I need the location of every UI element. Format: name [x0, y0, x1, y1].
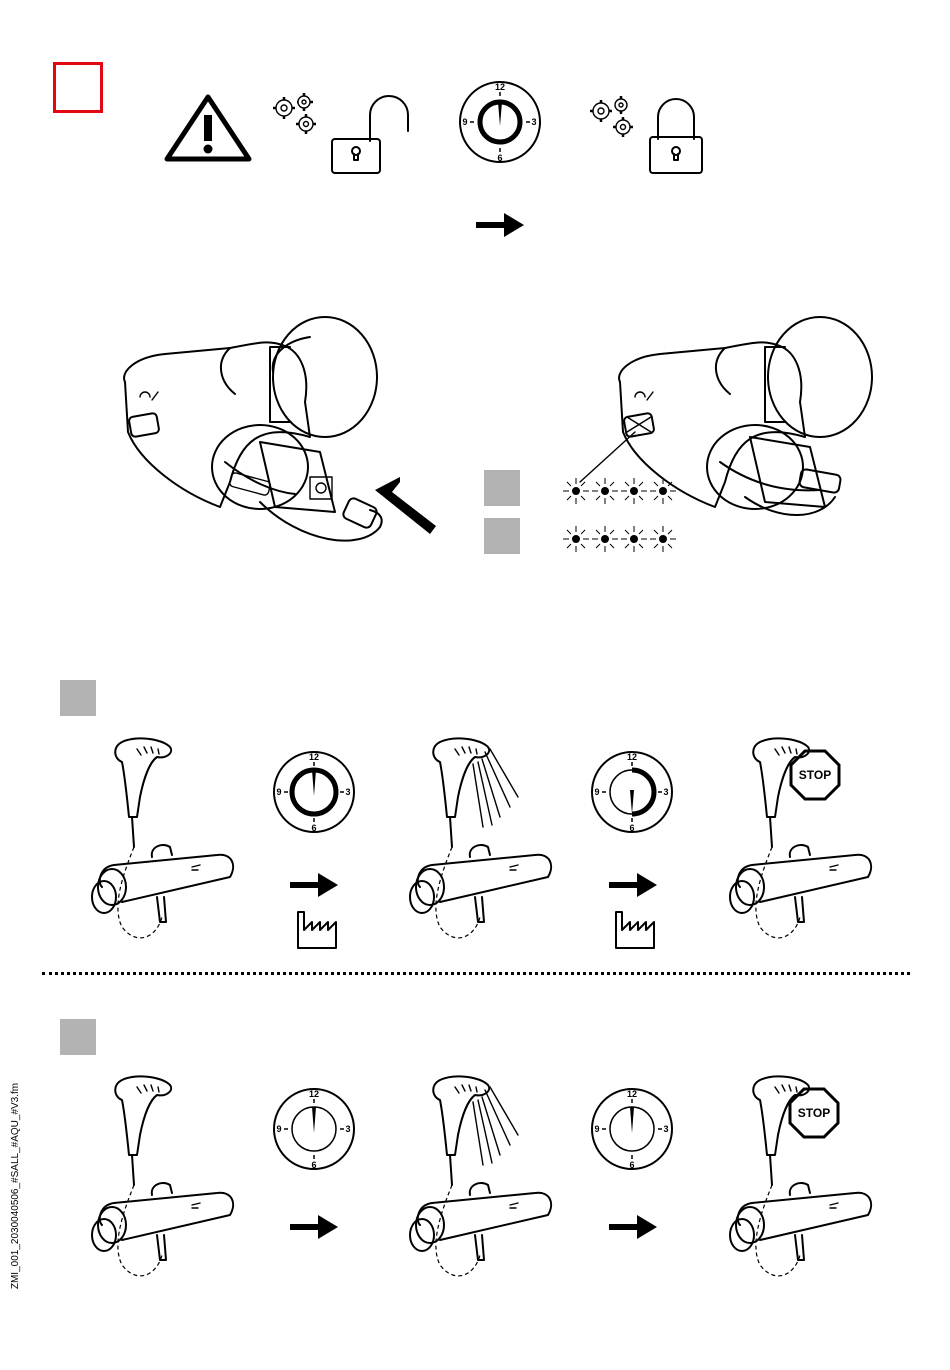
dial-label-6: 6: [311, 823, 316, 833]
arrow-right-icon: [290, 1215, 338, 1239]
arrow-right-icon: [609, 873, 657, 897]
dial-label-9: 9: [276, 1124, 281, 1134]
stop-label: STOP: [799, 768, 831, 782]
step-box-gray: [484, 470, 520, 506]
dial-label-3: 3: [663, 1124, 668, 1134]
dial-label-6: 6: [629, 823, 634, 833]
factory-icon: [296, 908, 338, 950]
dial-label-6: 6: [629, 1160, 634, 1170]
dial-icon: 12 3 6 9: [590, 1087, 674, 1171]
stop-label: STOP: [798, 1106, 830, 1120]
dial-label-12: 12: [627, 752, 637, 762]
dial-label-6: 6: [497, 153, 502, 163]
dial-label-9: 9: [462, 117, 467, 127]
section-divider: [42, 972, 910, 975]
dial-icon: 12 3 6 9: [272, 1087, 356, 1171]
arrow-right-icon: [609, 1215, 657, 1239]
dial-label-3: 3: [663, 787, 668, 797]
dial-icon: 12 3 6 9: [272, 750, 356, 834]
dial-label-9: 9: [594, 787, 599, 797]
dial-label-3: 3: [345, 787, 350, 797]
dial-label-12: 12: [627, 1089, 637, 1099]
dial-icon: 12 3 6 9: [458, 80, 542, 164]
step-box-gray: [60, 680, 96, 716]
shower-mixer-2a: [400, 737, 560, 947]
dial-label-12: 12: [309, 1089, 319, 1099]
dial-label-12: 12: [309, 752, 319, 762]
thermostat-module-install: [110, 312, 450, 552]
shower-mixer-1a: [82, 737, 242, 947]
arrow-right-icon: [476, 213, 524, 237]
led-blink-row-1: [562, 477, 680, 505]
led-blink-row-2: [562, 525, 680, 553]
dial-label-9: 9: [594, 1124, 599, 1134]
warning-icon: [163, 93, 253, 163]
stop-sign-icon: STOP: [790, 1089, 838, 1137]
dial-icon: 12 3 6 9: [590, 750, 674, 834]
document-code: ZMI_001_2030040506_#SALL_#AQU_#V3.fm: [10, 1036, 26, 1336]
arrow-right-icon: [290, 873, 338, 897]
gears-icon: [587, 95, 642, 140]
padlock-open-icon: [330, 93, 415, 178]
step-box-gray: [484, 518, 520, 554]
shower-mixer-2b: [400, 1075, 560, 1285]
stop-sign-icon: STOP: [791, 751, 839, 799]
dial-label-6: 6: [311, 1160, 316, 1170]
gears-icon: [270, 92, 325, 137]
dial-label-9: 9: [276, 787, 281, 797]
step-box-gray: [60, 1019, 96, 1055]
dial-label-3: 3: [345, 1124, 350, 1134]
shower-mixer-1b: [82, 1075, 242, 1285]
dial-label-12: 12: [495, 82, 505, 92]
dial-label-3: 3: [531, 117, 536, 127]
step-marker-red: [53, 62, 103, 113]
factory-icon: [614, 908, 656, 950]
padlock-closed-icon: [648, 93, 704, 178]
